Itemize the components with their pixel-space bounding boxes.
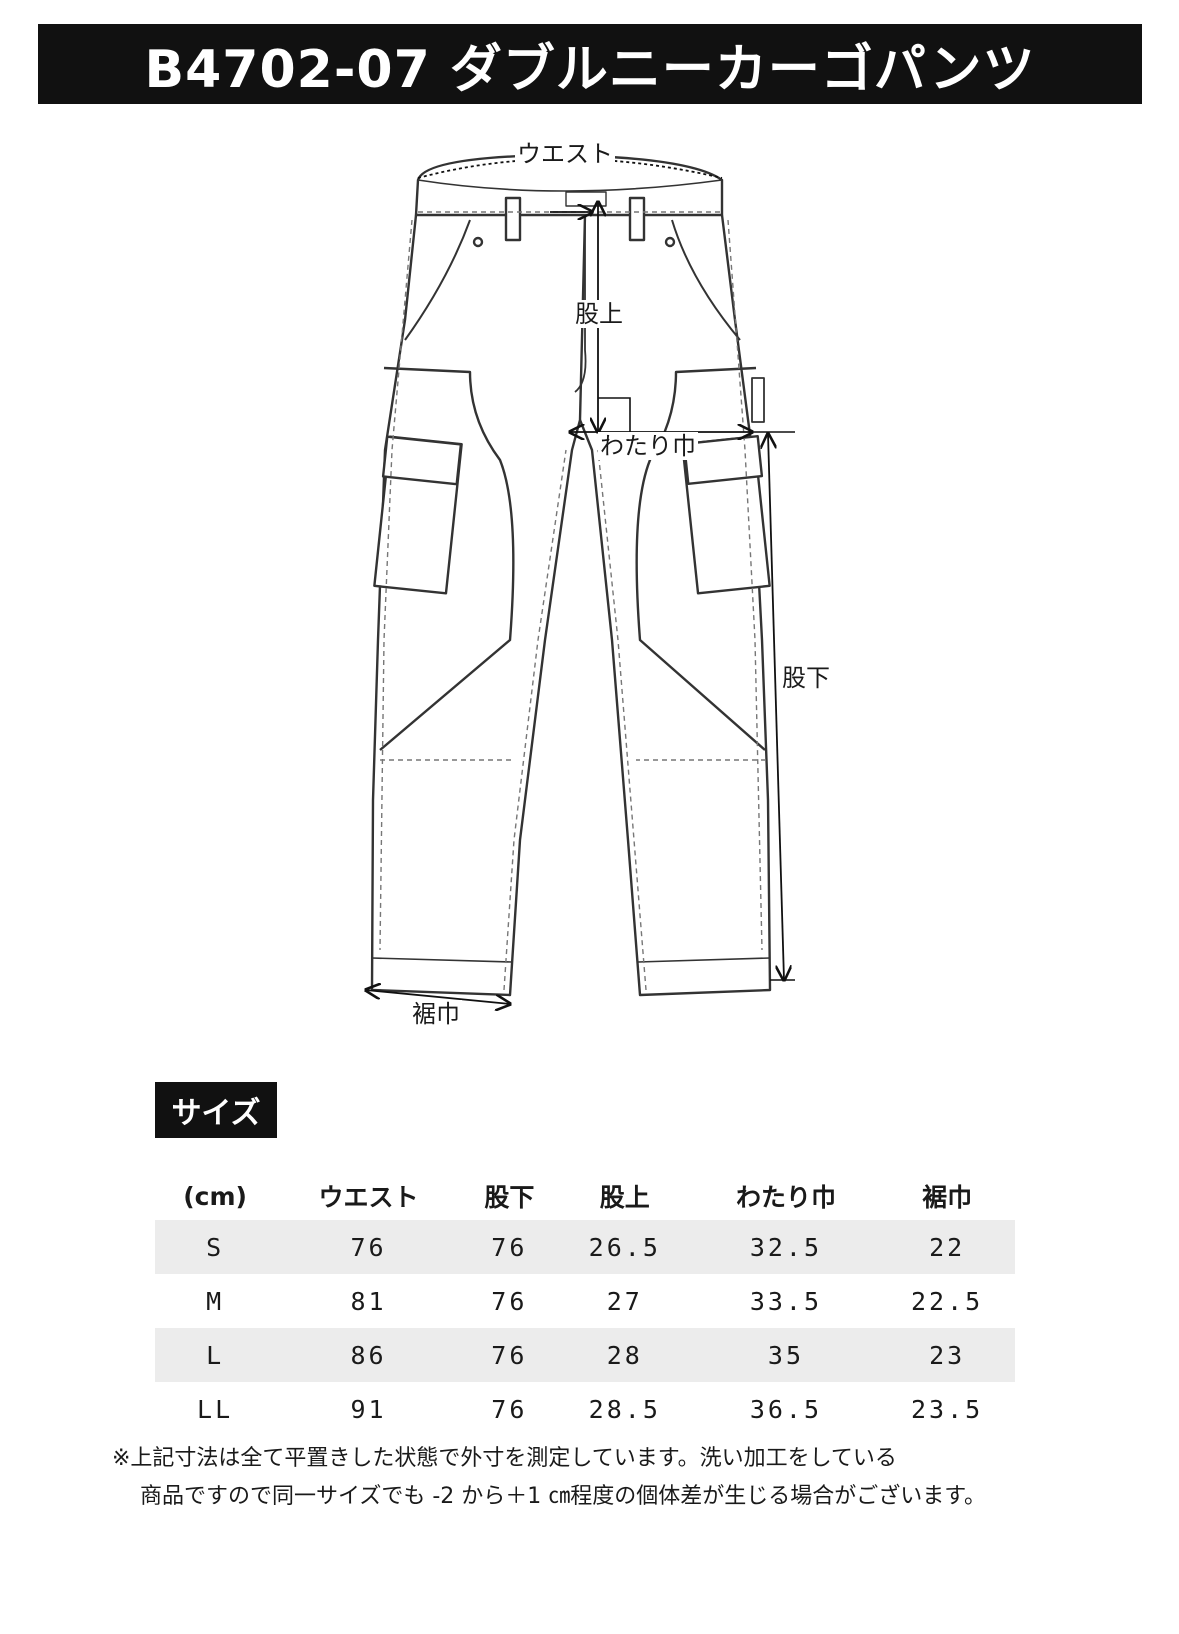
size-cell: S bbox=[155, 1220, 276, 1274]
waist-cell: 81 bbox=[350, 1286, 387, 1316]
belt-loop-left bbox=[504, 196, 522, 242]
waist-dotted-line bbox=[417, 158, 723, 179]
waist-cell: 76 bbox=[275, 1220, 462, 1274]
size-cell: M bbox=[206, 1286, 225, 1316]
inseam-arrow bbox=[768, 434, 784, 980]
product-title: B4702-07 ダブルニーカーゴパンツ bbox=[38, 24, 1142, 104]
inseam-cell: 76 bbox=[491, 1394, 528, 1424]
button-left bbox=[472, 236, 484, 248]
waist-cell: 86 bbox=[275, 1328, 462, 1382]
hem-measure-label: 裾巾 bbox=[410, 1000, 462, 1028]
header-thigh: わたり巾 bbox=[735, 1183, 836, 1212]
hem-cell: 23.5 bbox=[911, 1394, 984, 1424]
stitch-right-inseam bbox=[597, 449, 647, 991]
rise-corner bbox=[598, 397, 631, 432]
hem-line-left bbox=[371, 957, 513, 963]
size-section-badge: サイズ bbox=[155, 1082, 277, 1138]
left-leg-outline bbox=[370, 214, 587, 997]
hammer-loop bbox=[751, 377, 765, 423]
waist-label-tag bbox=[565, 191, 607, 207]
right-leg-outline bbox=[578, 214, 772, 997]
size-chart-table: (cm) ウエスト 股下 股上 わたり巾 裾巾 S 76 76 26.5 32.… bbox=[155, 1172, 1015, 1436]
hem-cell: 22.5 bbox=[911, 1286, 984, 1316]
button-right bbox=[664, 236, 676, 248]
table-row: LL 91 76 28.5 36.5 23.5 bbox=[155, 1382, 1015, 1436]
header-hem: 裾巾 bbox=[922, 1183, 973, 1212]
rise-cell: 27 bbox=[606, 1286, 643, 1316]
inseam-cell: 76 bbox=[461, 1220, 557, 1274]
size-cell: L bbox=[155, 1328, 276, 1382]
waist-cell: 91 bbox=[350, 1394, 387, 1424]
front-pocket-right bbox=[671, 219, 741, 341]
hem-line-right bbox=[637, 957, 771, 963]
thigh-cell: 33.5 bbox=[749, 1286, 823, 1316]
header-inseam: 股下 bbox=[484, 1183, 535, 1212]
inseam-cell: 76 bbox=[461, 1328, 557, 1382]
header-rise: 股上 bbox=[599, 1183, 650, 1212]
measurement-notes: ※上記寸法は全て平置きした状態で外寸を測定しています。洗い加工をしている 商品で… bbox=[112, 1440, 986, 1516]
rise-cell: 28.5 bbox=[588, 1394, 661, 1424]
hem-arrow bbox=[366, 990, 510, 1004]
hem-cell: 23 bbox=[879, 1328, 1015, 1382]
knee-panel-left bbox=[379, 366, 515, 751]
rise-measure-label: 股上 bbox=[573, 300, 625, 328]
table-row: S 76 76 26.5 32.5 22 bbox=[155, 1220, 1015, 1274]
thigh-cell: 35 bbox=[692, 1328, 880, 1382]
thigh-cell: 36.5 bbox=[749, 1394, 823, 1424]
note-line: ※上記寸法は全て平置きした状態で外寸を測定しています。洗い加工をしている bbox=[112, 1446, 897, 1471]
waistband-top-ellipse bbox=[417, 179, 723, 192]
size-table-header-row: (cm) ウエスト 股下 股上 わたり巾 裾巾 bbox=[155, 1172, 1015, 1220]
hem-cell: 22 bbox=[879, 1220, 1015, 1274]
pants-measurement-diagram: ウエスト 股上 わたり巾 股下 裾巾 bbox=[0, 120, 1179, 1080]
thigh-measure-label: わたり巾 bbox=[598, 432, 698, 460]
rise-cell: 26.5 bbox=[556, 1220, 693, 1274]
note-line: 商品ですので同一サイズでも -2 から＋1 ㎝程度の個体差が生じる場合がございま… bbox=[140, 1484, 987, 1509]
belt-loop-right bbox=[628, 196, 646, 242]
front-pocket-left bbox=[404, 219, 471, 341]
fly-curve bbox=[574, 220, 587, 393]
inseam-measure-label: 股下 bbox=[780, 664, 832, 692]
inseam-cell: 76 bbox=[491, 1286, 528, 1316]
rise-cell: 28 bbox=[556, 1328, 693, 1382]
knee-panel-right bbox=[635, 366, 766, 751]
header-waist: ウエスト bbox=[318, 1183, 419, 1212]
waist-measure-label: ウエスト bbox=[515, 140, 615, 168]
cargo-flap-left bbox=[381, 435, 463, 486]
stitch-left-inseam bbox=[503, 449, 567, 991]
header-unit: (cm) bbox=[183, 1181, 247, 1211]
table-row: M 81 76 27 33.5 22.5 bbox=[155, 1274, 1015, 1328]
stitch-left-outseam bbox=[379, 219, 413, 951]
table-row: L 86 76 28 35 23 bbox=[155, 1328, 1015, 1382]
cargo-flap-right bbox=[682, 435, 764, 485]
stitch-right-outseam bbox=[727, 219, 763, 951]
pants-illustration bbox=[0, 153, 795, 1080]
size-cell: LL bbox=[197, 1394, 234, 1424]
thigh-cell: 32.5 bbox=[692, 1220, 880, 1274]
